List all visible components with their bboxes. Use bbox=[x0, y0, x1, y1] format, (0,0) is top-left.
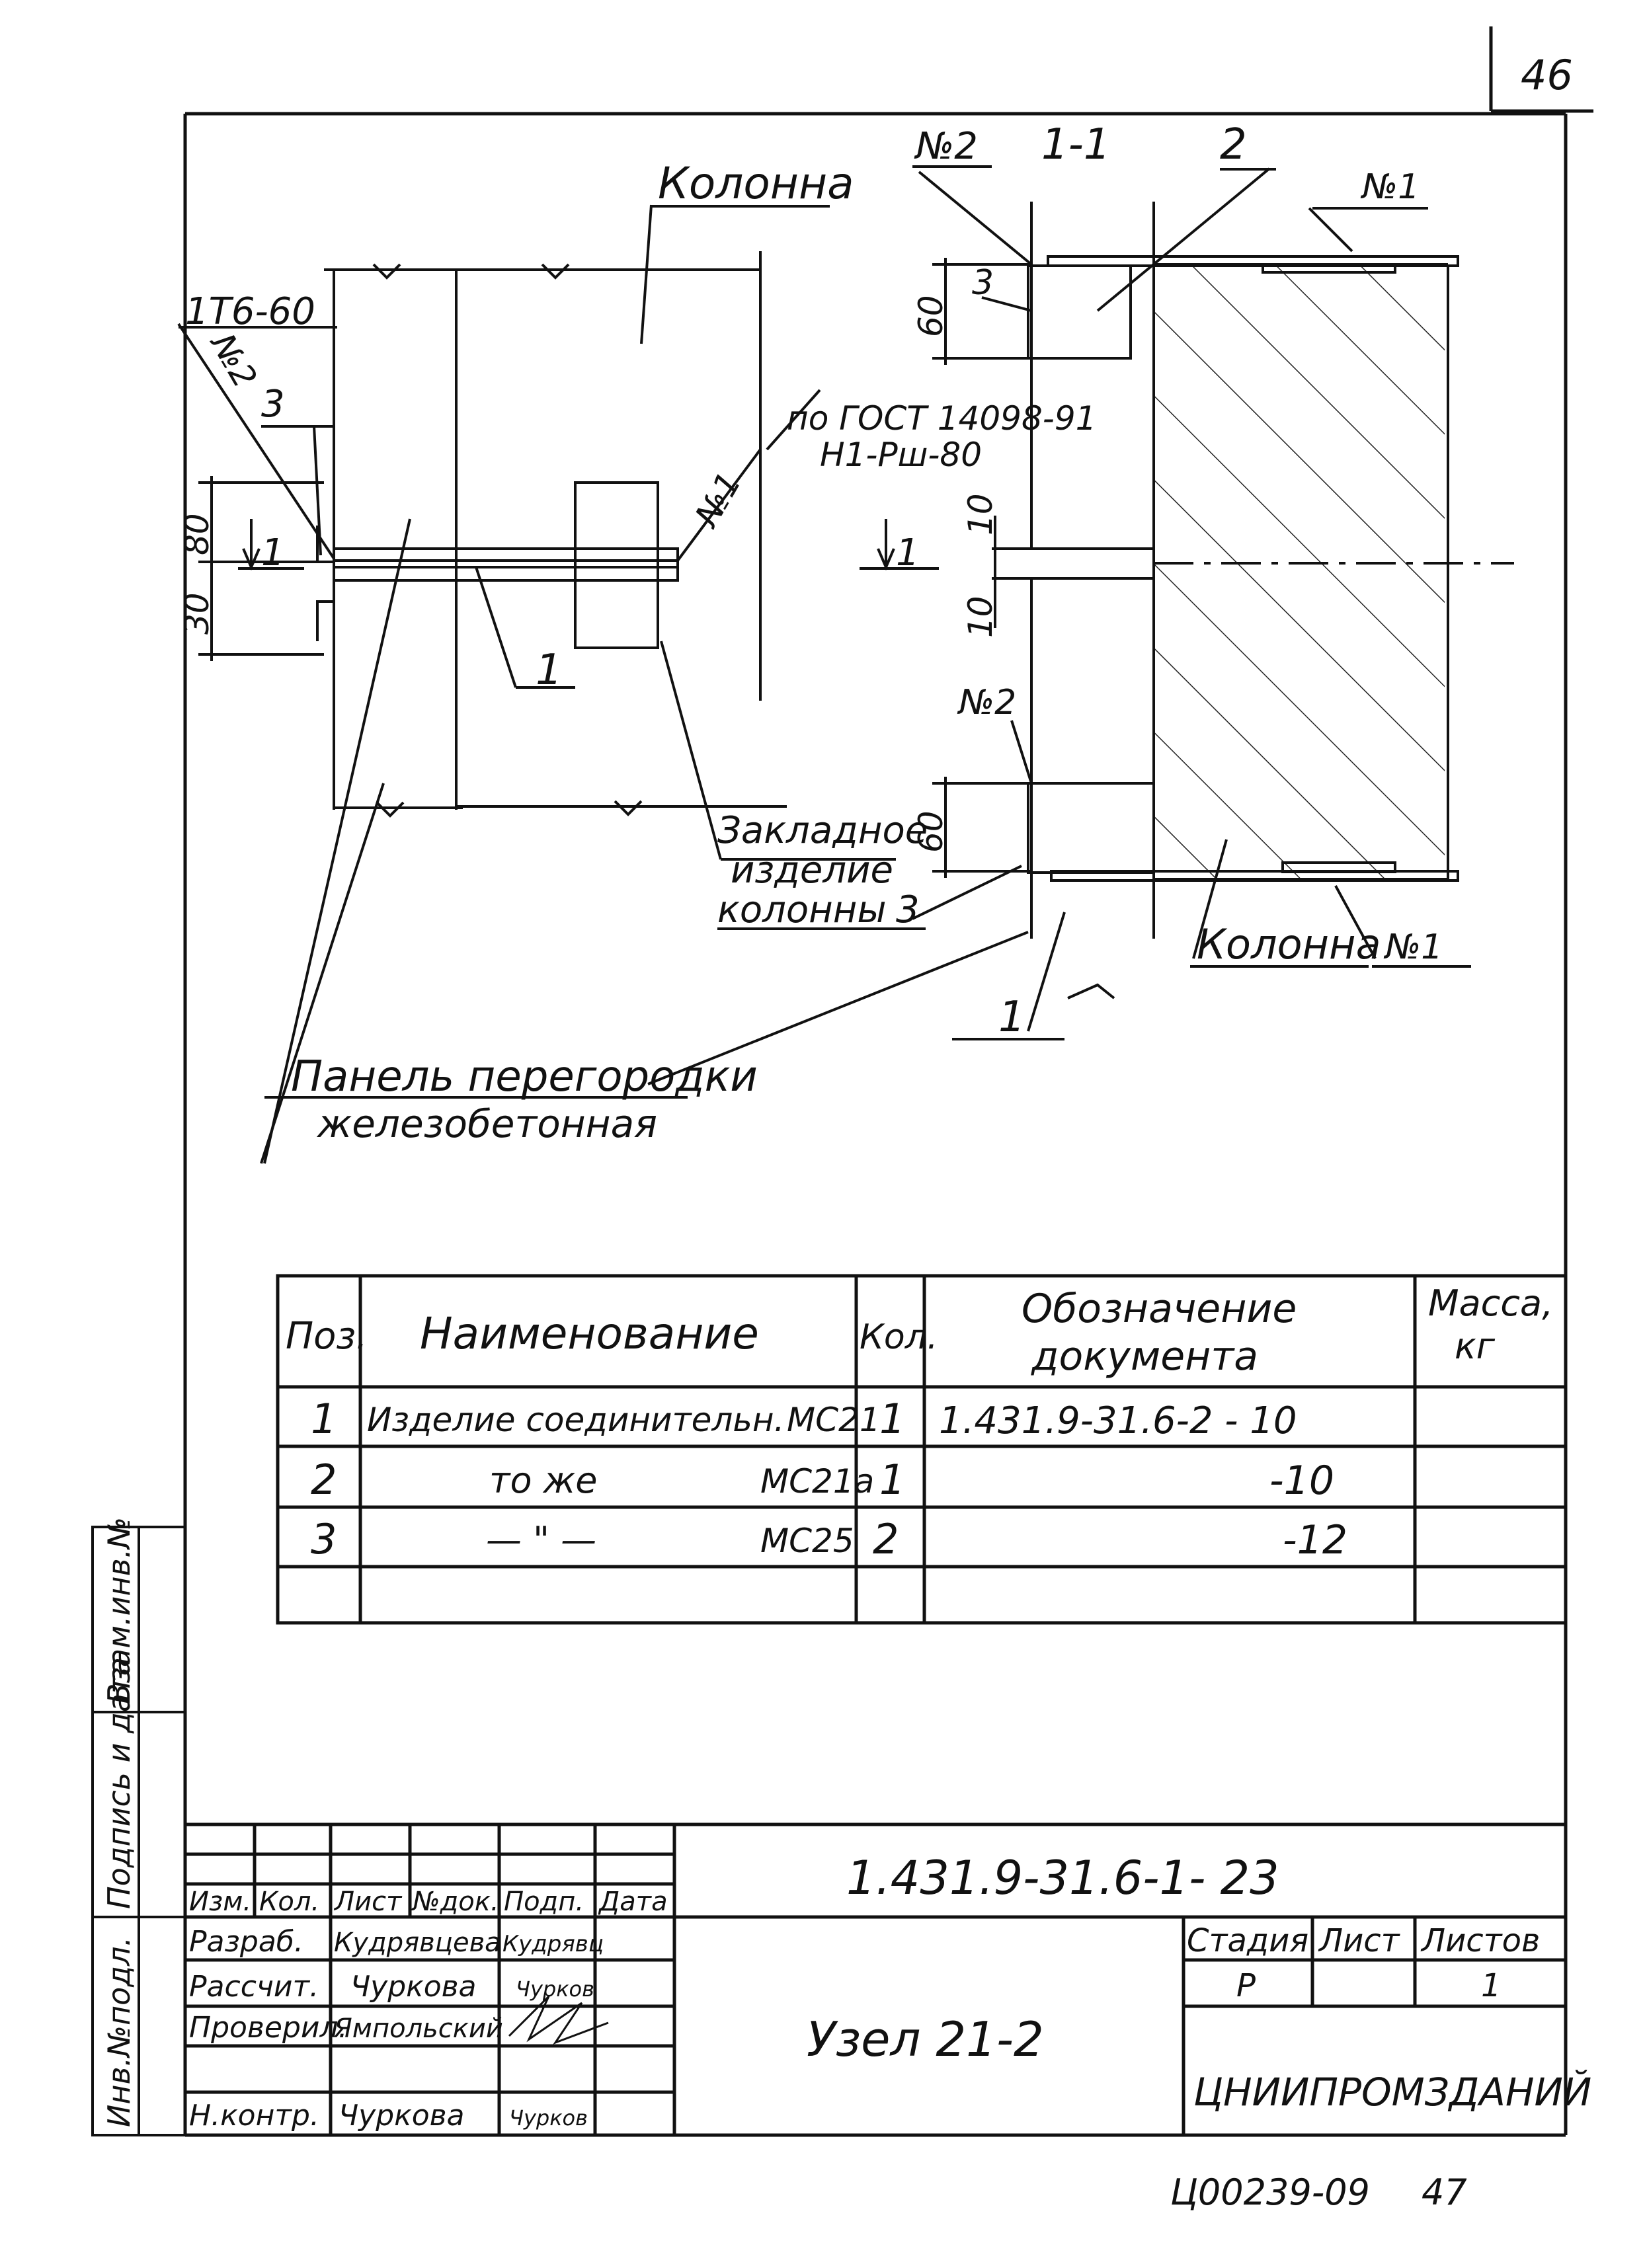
spec-row-mark: МС25 bbox=[760, 1522, 854, 1560]
person-sign: Чурков bbox=[509, 2105, 588, 2131]
signature-scribble bbox=[508, 1995, 609, 2045]
title-stage-label: Стадия bbox=[1187, 1922, 1308, 1959]
section-pos2: 2 bbox=[1220, 120, 1247, 169]
plan-embedded-line1: Закладное bbox=[717, 809, 928, 852]
plan-panel-line1: Панель перегородки bbox=[291, 1052, 758, 1101]
title-col-list: Лист bbox=[333, 1887, 403, 1917]
section-pos1: 1 bbox=[998, 993, 1025, 1042]
title-name: Узел 21-2 bbox=[807, 2012, 1044, 2067]
plan-dim-30: 30 bbox=[178, 592, 216, 635]
section-view bbox=[860, 167, 1514, 1032]
plan-embedded-line3: колонны bbox=[717, 888, 887, 931]
spec-header-qty: Кол. bbox=[860, 1317, 938, 1357]
spec-row-pos: 3 bbox=[311, 1515, 337, 1563]
plan-gost-line1: по ГОСТ 14098-91 bbox=[787, 399, 1096, 438]
side-stamp-sign-date: Подпись и дата bbox=[101, 1657, 137, 1909]
spec-row-qty: 1 bbox=[879, 1456, 905, 1504]
spec-row-doc: -12 bbox=[1283, 1517, 1347, 1563]
list-item: Проверил. Ямпольский bbox=[189, 1995, 609, 2045]
section-dim-60-top: 60 bbox=[912, 295, 950, 337]
spec-row-doc: 1.431.9-31.6-2 - 10 bbox=[939, 1399, 1297, 1442]
plan-section-mark: 1 bbox=[261, 531, 285, 574]
person-role: Проверил. bbox=[189, 2011, 348, 2045]
section-dim-10-b: 10 bbox=[961, 596, 1000, 638]
title-sheet-label: Лист bbox=[1318, 1922, 1401, 1959]
spec-row-name: — " — bbox=[486, 1519, 596, 1561]
title-sheets-label: Листов bbox=[1420, 1922, 1540, 1959]
table-row: 1 Изделие соединительн. МС21 1 1.431.9-3… bbox=[311, 1395, 1297, 1443]
title-sheets-value: 1 bbox=[1481, 1967, 1502, 2004]
section-title: 1-1 bbox=[1041, 120, 1111, 169]
title-col-podp: Подп. bbox=[504, 1887, 584, 1917]
section-n1-bottom: №1 bbox=[1383, 927, 1443, 967]
plan-weld-ref: №2 bbox=[202, 325, 264, 394]
spec-header-doc-line1: Обозначение bbox=[1022, 1286, 1297, 1332]
person-name: Чуркова bbox=[350, 1970, 477, 2004]
plan-column-label: Колонна bbox=[658, 158, 854, 209]
plan-view bbox=[177, 204, 1029, 1164]
section-pos3-top: 3 bbox=[972, 263, 994, 303]
title-designation: 1.431.9-31.6-1- 23 bbox=[846, 1851, 1279, 1905]
title-col-data: Дата bbox=[598, 1887, 668, 1917]
plan-embedded-line2: изделие bbox=[731, 849, 893, 892]
title-org: ЦНИИПРОМЗДАНИЙ bbox=[1193, 2069, 1591, 2115]
spec-header-mass-line1: Масса, bbox=[1428, 1282, 1553, 1324]
spec-row-name: то же bbox=[489, 1460, 598, 1501]
spec-table-grid bbox=[276, 1274, 1568, 1625]
section-n2-top: №2 bbox=[914, 125, 978, 168]
page-number: 46 bbox=[1521, 51, 1573, 99]
spec-header-mass-line2: кг bbox=[1455, 1325, 1496, 1367]
title-col-ndok: №док. bbox=[411, 1887, 499, 1917]
page-number-corner: 46 bbox=[1489, 26, 1593, 113]
list-item: Н.контр. Чуркова Чурков bbox=[189, 2099, 588, 2132]
spec-header-doc-line2: документа bbox=[1031, 1333, 1258, 1380]
person-name: Чуркова bbox=[339, 2099, 465, 2132]
plan-pos1: 1 bbox=[536, 646, 563, 695]
plan-panel-line2: железобетонная bbox=[316, 1101, 657, 1146]
spec-row-pos: 2 bbox=[311, 1456, 337, 1504]
person-role: Разраб. bbox=[189, 1925, 303, 1959]
side-stamp-inv-no: Инв.№подл. bbox=[101, 1937, 137, 2127]
section-dim-10-a: 10 bbox=[961, 493, 1000, 535]
plan-dim-80: 80 bbox=[178, 513, 216, 555]
spec-row-pos: 1 bbox=[311, 1395, 337, 1443]
table-row: 2 то же МС21а 1 -10 bbox=[311, 1456, 1334, 1504]
spec-row-doc: -10 bbox=[1269, 1458, 1334, 1504]
spec-header-name: Наименование bbox=[420, 1308, 759, 1359]
title-block-grid bbox=[185, 1822, 1566, 2135]
person-name: Кудрявцева bbox=[334, 1928, 501, 1958]
spec-row-qty: 2 bbox=[873, 1515, 899, 1563]
side-stamp bbox=[91, 1526, 186, 2136]
person-name: Ямпольский bbox=[333, 2014, 503, 2044]
plan-gost-line2: Н1-Рш-80 bbox=[820, 436, 982, 474]
section-column-label: Колонна bbox=[1197, 920, 1381, 968]
title-stage-value: Р bbox=[1236, 1967, 1256, 2004]
section-dim-60-bottom: 60 bbox=[912, 810, 950, 853]
page-number-bottom: 47 bbox=[1422, 2171, 1467, 2213]
side-stamp-replace-inv: Взам.инв.№ bbox=[101, 1517, 137, 1704]
title-col-kol: Кол. bbox=[259, 1887, 319, 1917]
section-section-mark: 1 bbox=[896, 531, 920, 574]
table-row: 3 — " — МС25 2 -12 bbox=[311, 1515, 1347, 1563]
spec-row-qty: 1 bbox=[879, 1395, 905, 1443]
archive-code: Ц00239-09 bbox=[1170, 2171, 1370, 2213]
list-item: Рассчит. Чуркова Чурков bbox=[189, 1970, 594, 2004]
plan-pos3: 3 bbox=[261, 383, 285, 426]
title-col-izm: Изм. bbox=[189, 1887, 251, 1917]
spec-row-name: Изделие соединительн. bbox=[367, 1401, 784, 1439]
list-item: Разраб. Кудрявцева Кудрявц bbox=[189, 1925, 604, 1959]
spec-row-mark: МС21а bbox=[760, 1462, 874, 1501]
section-n2-bottom: №2 bbox=[957, 683, 1016, 723]
person-role: Рассчит. bbox=[189, 1970, 319, 2004]
person-role: Н.контр. bbox=[189, 2099, 319, 2132]
spec-header-pos: Поз. bbox=[286, 1315, 368, 1358]
section-n1-top: №1 bbox=[1360, 167, 1420, 207]
spec-row-mark: МС21 bbox=[787, 1401, 881, 1439]
plan-embedded-pos: 3 bbox=[896, 888, 920, 931]
person-sign: Кудрявц bbox=[502, 1931, 604, 1957]
person-sign: Чурков bbox=[516, 1976, 594, 2002]
